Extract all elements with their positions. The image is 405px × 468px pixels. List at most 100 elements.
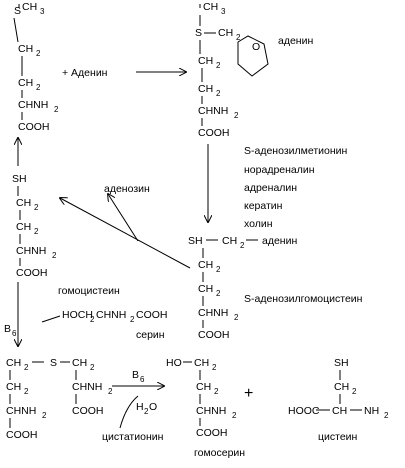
adenosine-label: аденозин (104, 183, 150, 195)
svg-text:2: 2 (236, 33, 241, 42)
svg-text:NH: NH (364, 405, 379, 417)
methyl-acceptors: S-аденозилметионин норадреналин адренали… (244, 145, 348, 230)
svg-text:S: S (50, 357, 57, 369)
svg-text:B: B (4, 323, 11, 335)
svg-text:2: 2 (24, 363, 29, 372)
cystathionine-structure: CH 2 S CH 2 CH 2 CHNH 2 COOH CHNH 2 COOH (6, 357, 113, 441)
svg-text:COOH: COOH (72, 405, 104, 417)
svg-text:2: 2 (24, 387, 29, 396)
plus-adenine-label: + Аденин (62, 67, 108, 79)
svg-text:HOOC: HOOC (288, 405, 320, 417)
svg-text:2: 2 (34, 227, 39, 236)
cystathionine-water-curve (119, 395, 139, 429)
svg-text:2: 2 (52, 251, 57, 260)
svg-text:2: 2 (384, 411, 389, 420)
svg-text:2: 2 (34, 203, 39, 212)
svg-text:CH: CH (198, 259, 213, 271)
svg-text:CH: CH (72, 357, 87, 369)
svg-text:6: 6 (140, 375, 145, 384)
svg-text:SH: SH (12, 173, 27, 185)
svg-text:2: 2 (144, 407, 149, 416)
svg-text:холин: холин (244, 218, 273, 230)
svg-text:CHNH: CHNH (198, 105, 228, 117)
svg-text:HOCH: HOCH (62, 309, 93, 321)
sah-name: S-аденозилгомоцистеин (244, 293, 363, 305)
svg-text:B: B (132, 369, 139, 381)
svg-text:2: 2 (212, 363, 217, 372)
svg-text:COOH: COOH (6, 429, 38, 441)
svg-text:SH: SH (334, 357, 349, 369)
svg-text:2: 2 (42, 411, 47, 420)
cystathionine-name: цистатионин (102, 431, 164, 443)
svg-text:2: 2 (232, 411, 237, 420)
methionine-structure: S CH 3 CH 2 CH 2 CHNH 2 COOH (13, 1, 59, 133)
svg-text:2: 2 (54, 105, 59, 114)
svg-text:COOH: COOH (198, 127, 230, 139)
svg-text:CH: CH (198, 283, 213, 295)
svg-text:2: 2 (234, 111, 239, 120)
svg-text:CH: CH (6, 381, 21, 393)
svg-text:2: 2 (90, 363, 95, 372)
svg-text:адреналин: адреналин (244, 182, 297, 194)
svg-text:CH: CH (194, 357, 209, 369)
svg-text:CHNH: CHNH (72, 381, 102, 393)
svg-text:2: 2 (216, 265, 221, 274)
homoserine-structure: HO CH 2 CH 2 CHNH 2 COOH (166, 357, 237, 439)
sam-structure: CH 3 S CH 2 O аденин CH 2 CH 2 CHNH 2 CO… (195, 1, 313, 139)
ring-oxygen: O (252, 41, 260, 53)
svg-text:COOH: COOH (196, 427, 228, 439)
svg-text:CH: CH (332, 405, 347, 417)
svg-text:CH: CH (198, 55, 213, 67)
svg-text:CH: CH (196, 381, 211, 393)
ribose-ring (237, 35, 269, 77)
svg-text:CH: CH (18, 77, 33, 89)
svg-text:2: 2 (130, 315, 135, 324)
svg-text:2: 2 (214, 387, 219, 396)
serine-formula: HOCH 2 CHNH 2 COOH (62, 309, 168, 324)
svg-text:CHNH: CHNH (6, 405, 36, 417)
svg-text:COOH: COOH (18, 121, 50, 133)
serine-name: серин (136, 329, 165, 341)
svg-text:2: 2 (36, 83, 41, 92)
svg-text:SH: SH (188, 235, 203, 247)
svg-text:CH: CH (16, 221, 31, 233)
svg-text:2: 2 (240, 241, 245, 250)
svg-text:2: 2 (216, 61, 221, 70)
svg-text:S-аденозилметионин: S-аденозилметионин (244, 145, 348, 157)
homoserine-name: гомосерин (194, 447, 245, 459)
cysteine-structure: SH CH 2 HOOC CH NH 2 (288, 357, 389, 420)
svg-text:CHNH: CHNH (198, 307, 228, 319)
svg-text:CH: CH (222, 235, 237, 247)
svg-text:CHNH: CHNH (16, 245, 46, 257)
svg-text:CHNH: CHNH (96, 309, 126, 321)
svg-text:CH: CH (198, 83, 213, 95)
cysteine-name: цистеин (318, 431, 358, 443)
sah-structure: SH CH 2 аденин CH 2 CH 2 CHNH 2 COOH (188, 235, 297, 341)
svg-text:кератин: кератин (244, 200, 283, 212)
svg-text:CH: CH (218, 27, 233, 39)
plus-sign: + (244, 385, 253, 402)
svg-text:COOH: COOH (136, 309, 168, 321)
methionine-ch3: CH (22, 1, 37, 13)
svg-text:S: S (195, 27, 202, 39)
svg-text:CH: CH (334, 381, 349, 393)
svg-text:CHNH: CHNH (196, 405, 226, 417)
svg-text:2: 2 (234, 313, 239, 322)
svg-text:COOH: COOH (16, 267, 48, 279)
svg-text:2: 2 (352, 387, 357, 396)
sah-adenine: аденин (262, 235, 297, 247)
svg-text:2: 2 (36, 49, 41, 58)
homocysteine-structure: SH CH 2 CH 2 CHNH 2 COOH (12, 173, 57, 279)
svg-text:норадреналин: норадреналин (244, 164, 315, 176)
svg-text:3: 3 (40, 7, 45, 16)
homocysteine-name: гомоцистеин (58, 285, 120, 297)
svg-text:COOH: COOH (198, 329, 230, 341)
svg-text:3: 3 (221, 7, 226, 16)
svg-text:CHNH: CHNH (18, 99, 48, 111)
svg-text:2: 2 (90, 315, 95, 324)
methionine-s: S (14, 5, 21, 17)
svg-text:O: O (149, 401, 157, 413)
svg-text:2: 2 (216, 89, 221, 98)
svg-text:HO: HO (166, 357, 182, 369)
